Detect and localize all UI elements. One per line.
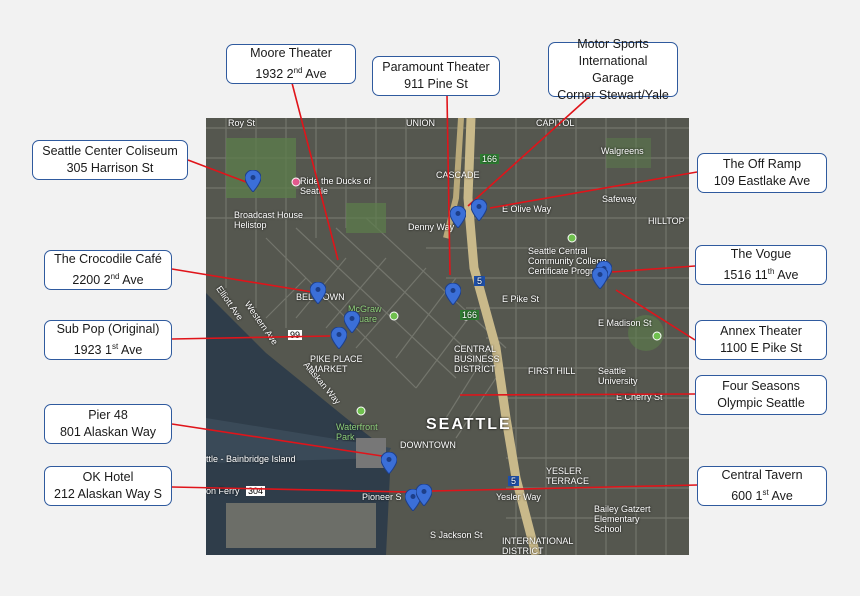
map-label-cbd: CENTRAL BUSINESS DISTRICT bbox=[454, 344, 500, 374]
callout-moore-name: Moore Theater bbox=[250, 45, 332, 60]
callout-moore: Moore Theater 1932 2nd Ave bbox=[226, 44, 356, 84]
map-pin-coliseum[interactable] bbox=[245, 170, 261, 192]
map-label-walgreens: Walgreens bbox=[601, 146, 644, 156]
callout-paramount: Paramount Theater 911 Pine St bbox=[372, 56, 500, 96]
map-label-hilltop: HILLTOP bbox=[648, 216, 685, 226]
map-label-mcgraw: McGraw Square bbox=[348, 304, 382, 324]
map-label-broadcast: Broadcast House Helistop bbox=[234, 210, 304, 230]
callout-central-tavern-name: Central Tavern bbox=[721, 467, 803, 482]
callout-paramount-name: Paramount Theater bbox=[382, 60, 490, 74]
callout-four-seasons-name: Four Seasons bbox=[722, 379, 800, 393]
map-label-bainbridge: ttle - Bainbridge Island bbox=[206, 454, 296, 464]
map-label-union: UNION bbox=[406, 118, 435, 128]
map-label-roy: Roy St bbox=[228, 118, 256, 128]
map-pin-crocodile[interactable] bbox=[310, 282, 326, 304]
callout-off-ramp-name: The Off Ramp bbox=[722, 157, 802, 171]
satellite-map[interactable]: Roy St UNION CAPITOL CASCADE Walgreens S… bbox=[206, 118, 689, 555]
map-pin-moore[interactable] bbox=[344, 311, 360, 333]
callout-motor-sports-name: Motor Sports bbox=[577, 36, 649, 51]
map-label-madison: E Madison St bbox=[598, 318, 652, 328]
map-label-jackson: S Jackson St bbox=[430, 530, 483, 540]
callout-ok-hotel-name: OK Hotel bbox=[82, 470, 134, 484]
callout-four-seasons: Four Seasons Olympic Seattle bbox=[695, 375, 827, 415]
map-label-denny: Denny Way bbox=[408, 222, 455, 232]
highway-5-shield: 5 bbox=[474, 276, 486, 286]
callout-sub-pop: Sub Pop (Original) 1923 1st Ave bbox=[44, 320, 172, 360]
callout-off-ramp: The Off Ramp 109 Eastlake Ave bbox=[697, 153, 827, 193]
callout-crocodile: The Crocodile Café 2200 2nd Ave bbox=[44, 250, 172, 290]
map-pin-paramount[interactable] bbox=[450, 206, 466, 228]
callout-pier-48-address: 801 Alaskan Way bbox=[59, 425, 157, 439]
callout-ok-hotel-address: 212 Alaskan Way S bbox=[54, 487, 162, 501]
callout-four-seasons-address: Olympic Seattle bbox=[717, 396, 805, 410]
highway-166-shield-2: 166 bbox=[460, 310, 480, 320]
callout-sub-pop-address: 1923 1st Ave bbox=[73, 341, 143, 358]
map-label-seattle-u: Seattle University bbox=[598, 366, 638, 386]
map-pin-sub-pop[interactable] bbox=[331, 327, 347, 349]
callout-annex: Annex Theater 1100 E Pike St bbox=[695, 320, 827, 360]
map-label-ferry: on Ferry bbox=[206, 486, 240, 496]
callout-crocodile-address: 2200 2nd Ave bbox=[72, 271, 144, 288]
map-label-yesler-terrace: YESLER TERRACE bbox=[546, 466, 590, 486]
map-label-ride-ducks: Ride the Ducks of Seattle bbox=[300, 176, 372, 196]
map-pin-off-ramp[interactable] bbox=[471, 199, 487, 221]
callout-moore-address: 1932 2nd Ave bbox=[255, 65, 327, 82]
callout-sub-pop-name: Sub Pop (Original) bbox=[56, 321, 160, 336]
map-label-bailey: Bailey Gatzert Elementary School bbox=[594, 504, 651, 534]
callout-central-tavern-address: 600 1st Ave bbox=[731, 487, 793, 504]
callout-coliseum-address: 305 Harrison St bbox=[66, 161, 154, 175]
map-canvas bbox=[206, 118, 689, 555]
callout-annex-name: Annex Theater bbox=[720, 324, 802, 338]
map-label-cascade: CASCADE bbox=[436, 170, 480, 180]
map-label-yesler: Yesler Way bbox=[496, 492, 541, 502]
callout-pier-48-name: Pier 48 bbox=[88, 408, 128, 422]
highway-166-shield: 166 bbox=[480, 154, 500, 164]
map-label-first-hill: FIRST HILL bbox=[528, 366, 576, 376]
callout-crocodile-name: The Crocodile Café bbox=[54, 251, 162, 266]
highway-99-shield: 99 bbox=[288, 330, 303, 340]
callout-paramount-address: 911 Pine St bbox=[404, 77, 468, 91]
map-label-intl: INTERNATIONAL DISTRICT bbox=[502, 536, 574, 555]
map-label-seattle: SEATTLE bbox=[426, 416, 512, 433]
highway-5-shield-2: 5 bbox=[508, 476, 520, 486]
map-label-capitol: CAPITOL bbox=[536, 118, 575, 128]
callout-vogue-name: The Vogue bbox=[730, 246, 792, 261]
callout-central-tavern: Central Tavern 600 1st Ave bbox=[697, 466, 827, 506]
map-label-cherry: E Cherry St bbox=[616, 392, 663, 402]
map-label-downtown: DOWNTOWN bbox=[400, 440, 456, 450]
callout-coliseum-name: Seattle Center Coliseum bbox=[42, 144, 178, 158]
callout-pier-48: Pier 48 801 Alaskan Way bbox=[44, 404, 172, 444]
map-label-olive: E Olive Way bbox=[502, 204, 552, 214]
callout-vogue-address: 1516 11th Ave bbox=[723, 266, 799, 283]
map-label-community: Seattle Central Community College Certif… bbox=[528, 246, 607, 276]
callout-annex-address: 1100 E Pike St bbox=[720, 341, 802, 355]
map-pin-central-tavern[interactable] bbox=[416, 484, 432, 506]
callout-motor-sports-address: Corner Stewart/Yale bbox=[557, 87, 669, 102]
map-label-pike-market: PIKE PLACE MARKET bbox=[310, 354, 363, 374]
callout-motor-sports-name-2: International Garage bbox=[578, 53, 648, 85]
highway-304-shield: 304 bbox=[246, 486, 266, 496]
map-pin-pier-48[interactable] bbox=[381, 452, 397, 474]
map-pin-annex[interactable] bbox=[592, 267, 608, 289]
map-label-waterfront: Waterfront Park bbox=[336, 422, 378, 442]
callout-off-ramp-address: 109 Eastlake Ave bbox=[713, 174, 811, 188]
callout-vogue: The Vogue 1516 11th Ave bbox=[695, 245, 827, 285]
callout-coliseum: Seattle Center Coliseum 305 Harrison St bbox=[32, 140, 188, 180]
map-pin-motor-sports[interactable] bbox=[445, 283, 461, 305]
map-label-pioneer: Pioneer S bbox=[362, 492, 402, 502]
callout-ok-hotel: OK Hotel 212 Alaskan Way S bbox=[44, 466, 172, 506]
callout-motor-sports: Motor Sports International Garage Corner… bbox=[548, 37, 678, 102]
map-label-safeway: Safeway bbox=[602, 194, 637, 204]
map-label-pike: E Pike St bbox=[502, 294, 540, 304]
